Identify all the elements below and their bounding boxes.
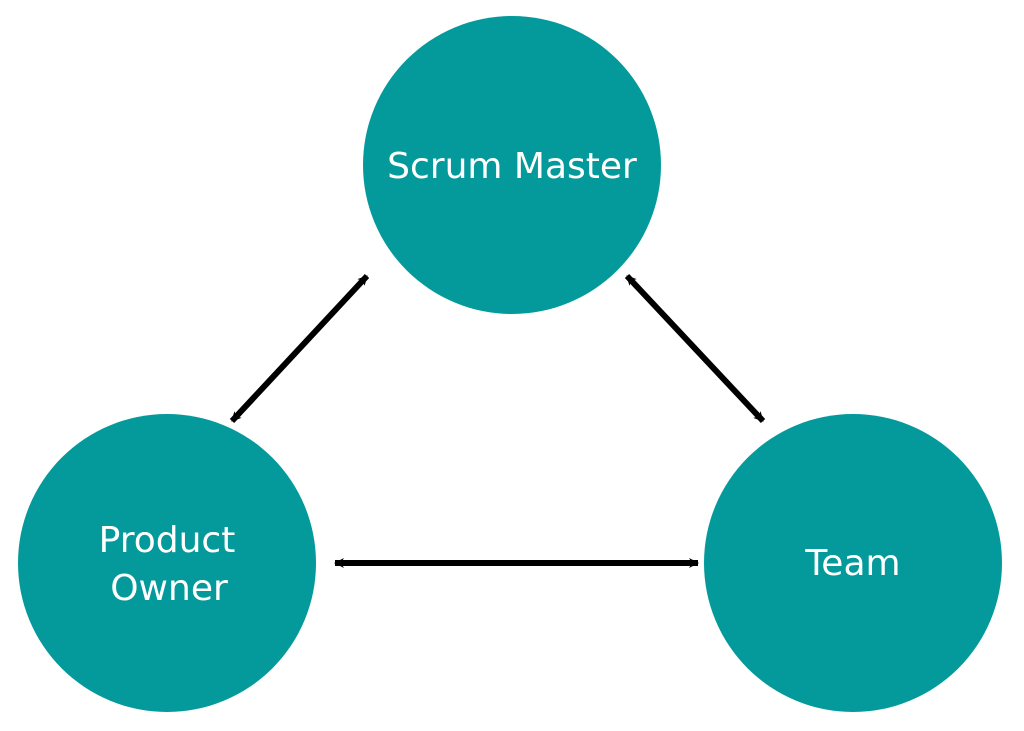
arrow-line-sm-po — [229, 273, 370, 424]
team-label: Team — [804, 543, 900, 584]
scrum-master-circle — [363, 16, 661, 314]
product-owner-label-line1: Product — [99, 520, 236, 561]
scrum-master-node: Scrum Master — [363, 16, 661, 314]
arrow-line-sm-team — [624, 273, 766, 424]
product-owner-label-line2: Owner — [110, 568, 228, 609]
team-node: Team — [704, 414, 1002, 712]
arrow-scrum-master-team — [624, 273, 766, 424]
product-owner-node: Product Owner — [18, 414, 316, 712]
arrow-scrum-master-product-owner — [229, 273, 370, 424]
team-circle — [704, 414, 1002, 712]
product-owner-circle — [18, 414, 316, 712]
scrum-master-label: Scrum Master — [387, 146, 637, 187]
